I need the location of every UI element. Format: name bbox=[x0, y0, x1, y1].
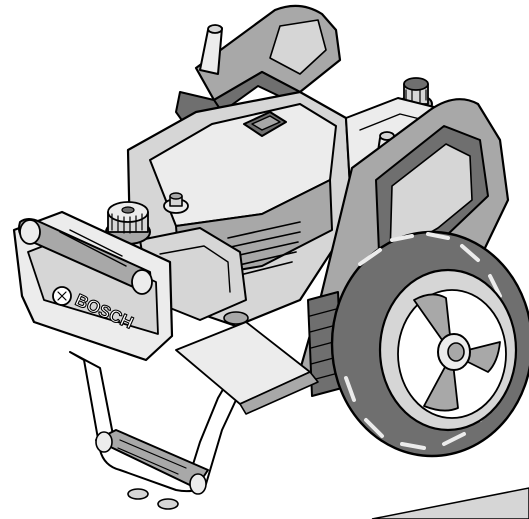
front-control-panel: BOSCH bbox=[12, 210, 174, 362]
power-switch bbox=[243, 111, 287, 137]
pressure-knob bbox=[105, 201, 151, 245]
engine-housing bbox=[126, 90, 354, 328]
front-handle-loop bbox=[69, 351, 247, 510]
floor-edge bbox=[371, 487, 529, 519]
oil-cap bbox=[163, 192, 189, 214]
base-frame-rail bbox=[175, 321, 319, 415]
wheel bbox=[330, 230, 529, 458]
handle-tube-left bbox=[199, 24, 223, 75]
